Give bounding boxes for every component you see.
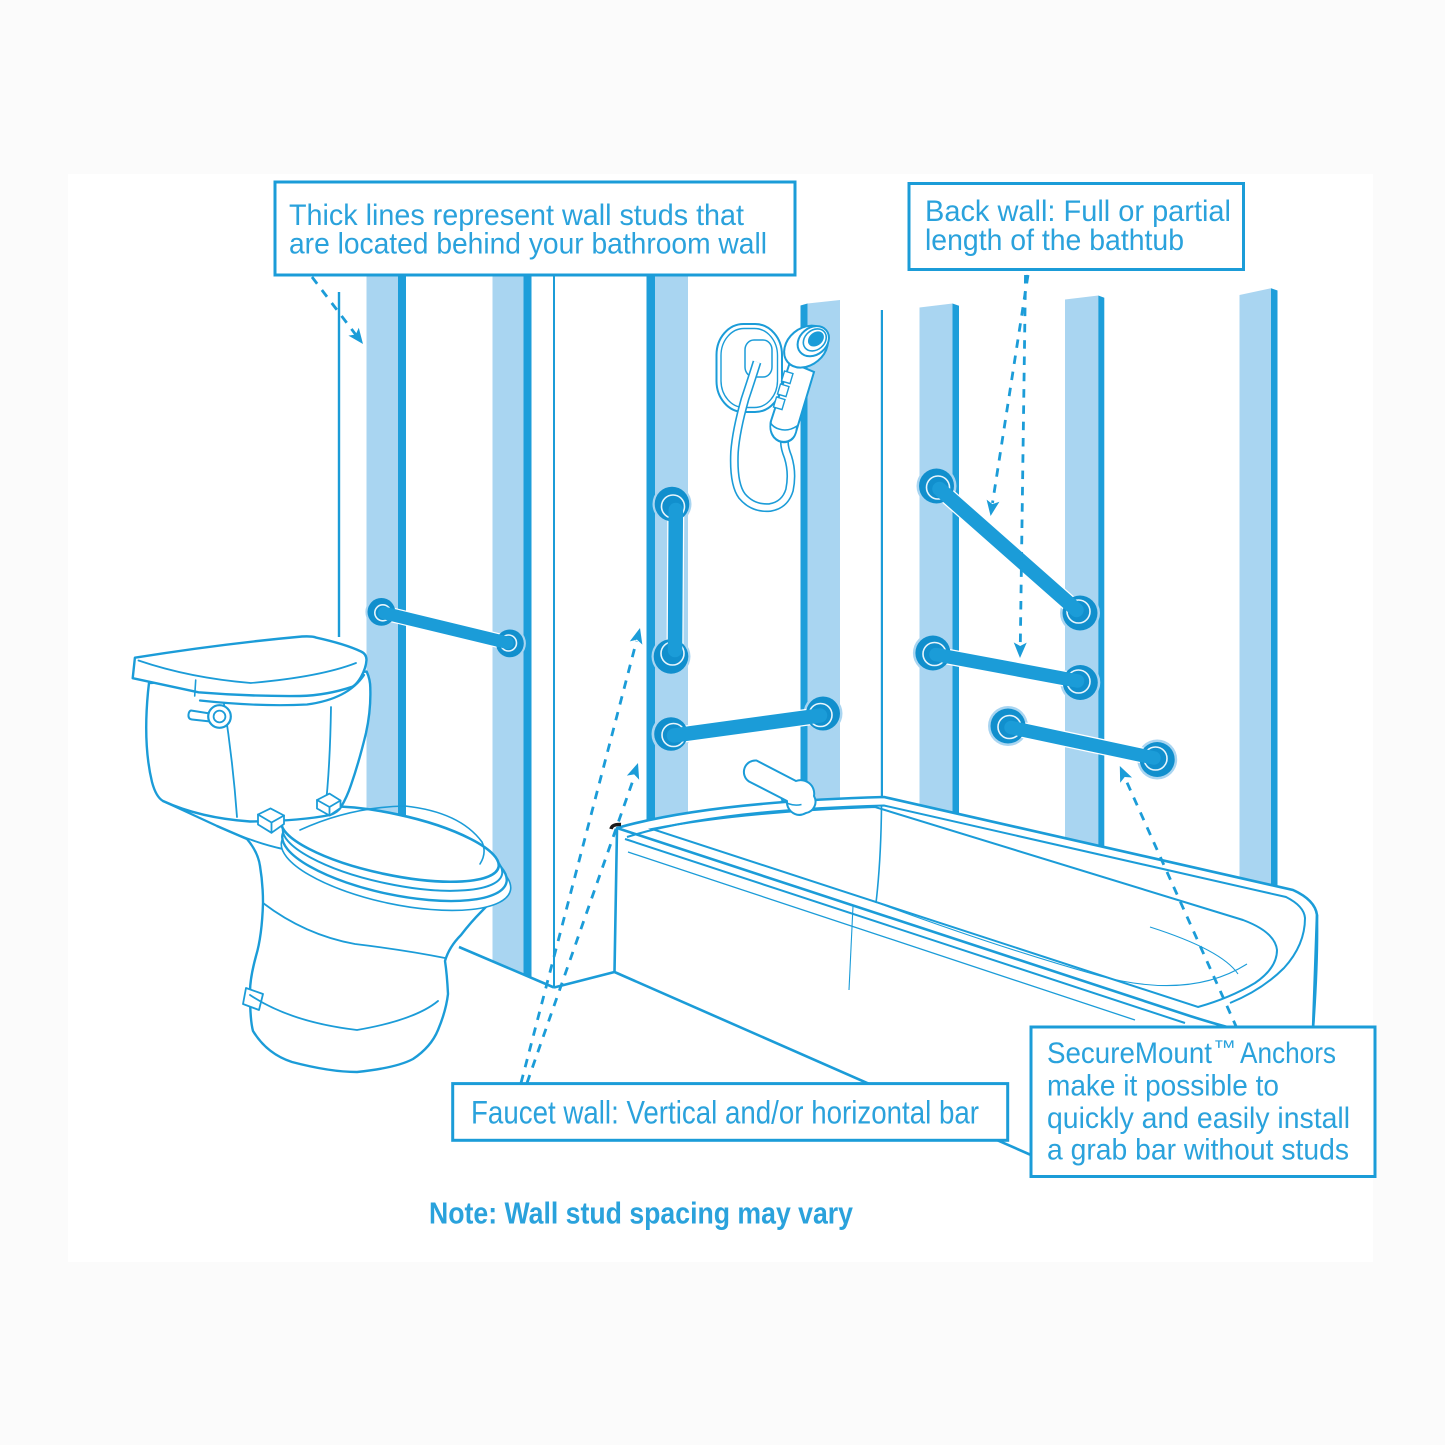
svg-text:length of the bathtub: length of the bathtub bbox=[925, 224, 1184, 257]
svg-text:Back wall: Full or partial: Back wall: Full or partial bbox=[925, 195, 1231, 228]
svg-text:Anchors: Anchors bbox=[1240, 1037, 1336, 1070]
svg-text:™: ™ bbox=[1213, 1037, 1236, 1059]
svg-text:a grab bar without studs: a grab bar without studs bbox=[1047, 1134, 1349, 1167]
svg-text:Faucet wall: Vertical and/or h: Faucet wall: Vertical and/or horizontal … bbox=[471, 1095, 979, 1131]
svg-text:SecureMount: SecureMount bbox=[1047, 1037, 1213, 1070]
svg-text:are located behind your bathro: are located behind your bathroom wall bbox=[289, 228, 767, 261]
svg-text:Thick lines represent wall stu: Thick lines represent wall studs that bbox=[289, 199, 745, 232]
svg-text:quickly and easily install: quickly and easily install bbox=[1047, 1102, 1350, 1135]
svg-text:make it possible to: make it possible to bbox=[1047, 1070, 1279, 1103]
svg-text:Note: Wall stud spacing may va: Note: Wall stud spacing may vary bbox=[429, 1196, 854, 1231]
